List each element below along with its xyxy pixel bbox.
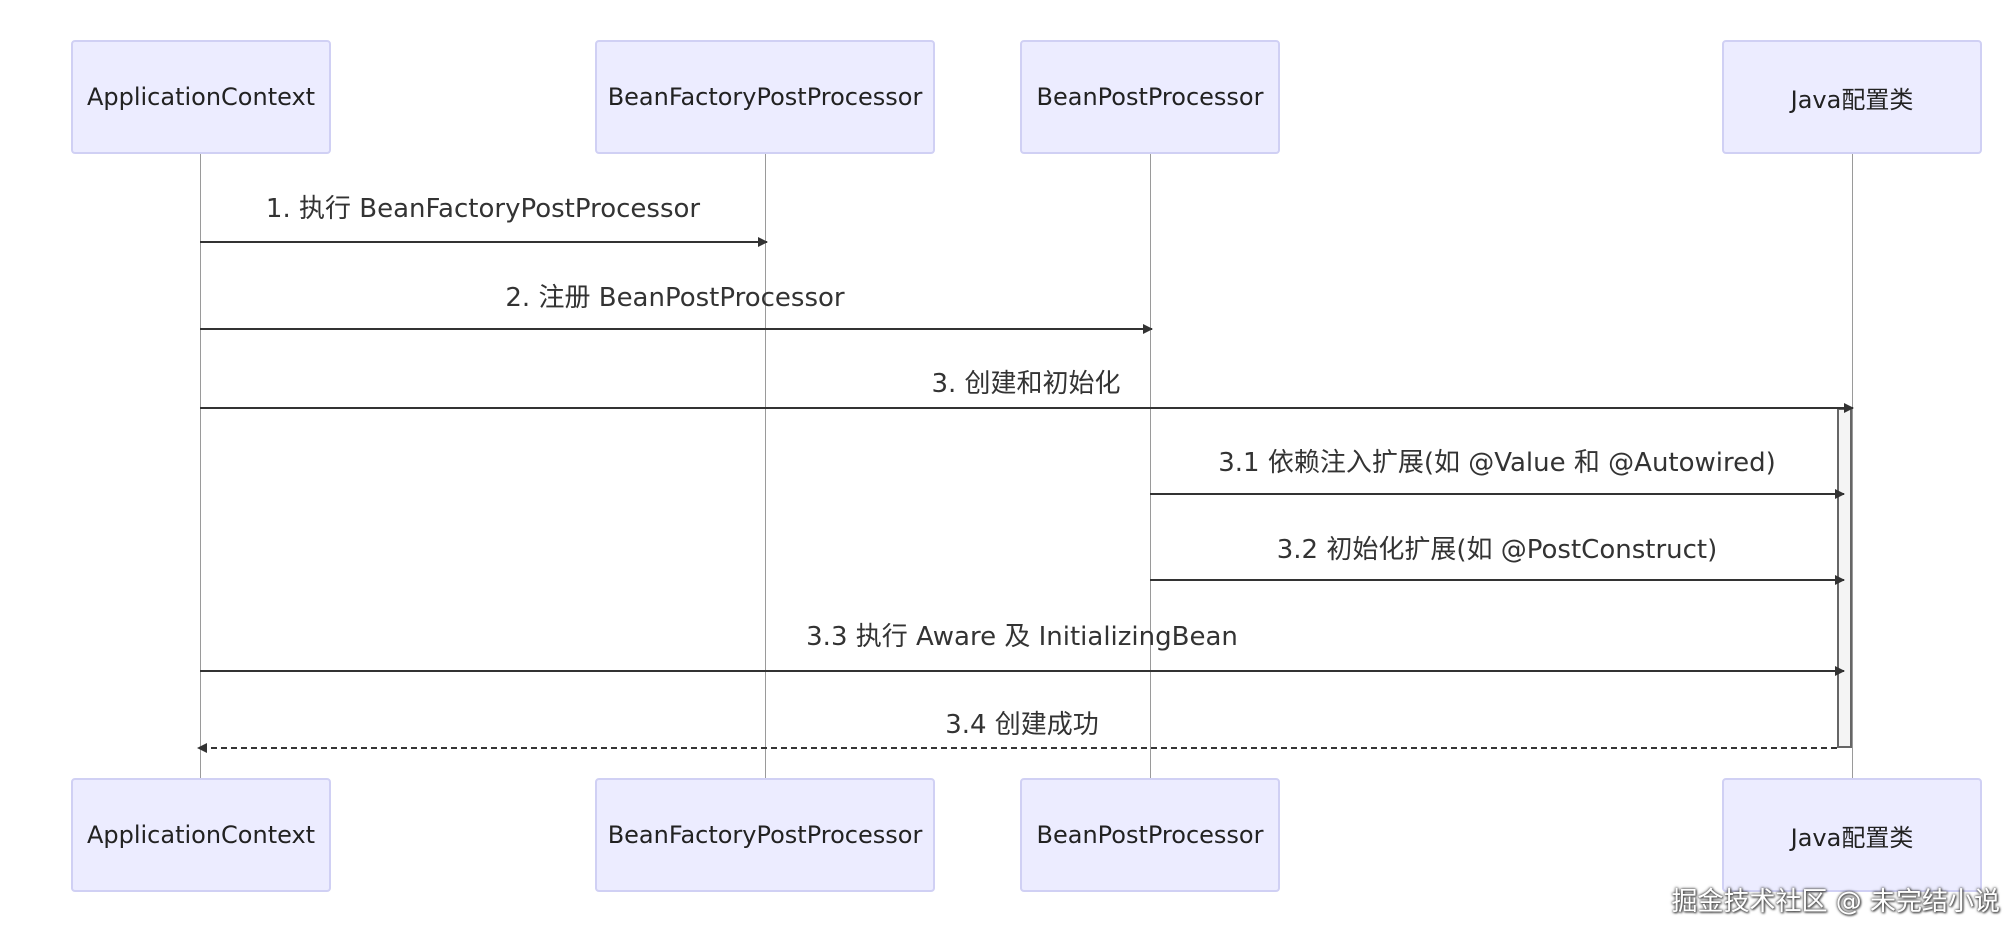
lifeline-beanpostprocessor (1150, 153, 1151, 780)
participant-beanpostprocessor-top: BeanPostProcessor (1020, 40, 1280, 154)
participant-beanfactorypostprocessor-bottom: BeanFactoryPostProcessor (595, 778, 935, 892)
lifeline-beanfactorypostprocessor (765, 153, 766, 780)
message-label-2: 2. 注册 BeanPostProcessor (505, 283, 845, 313)
participant-beanfactorypostprocessor-top: BeanFactoryPostProcessor (595, 40, 935, 154)
watermark: 掘金技术社区 @ 未完结小说 (1671, 887, 2000, 917)
participant-applicationcontext-top: ApplicationContext (71, 40, 331, 154)
message-label-3-1: 3.1 依赖注入扩展(如 @Value 和 @Autowired) (1218, 448, 1776, 478)
message-label-1: 1. 执行 BeanFactoryPostProcessor (265, 194, 701, 224)
message-label-3-3: 3.3 执行 Aware 及 InitializingBean (806, 622, 1238, 652)
participant-applicationcontext-bottom: ApplicationContext (71, 778, 331, 892)
participant-beanpostprocessor-bottom: BeanPostProcessor (1020, 778, 1280, 892)
lifeline-java-config (1852, 153, 1853, 780)
participant-java-config-bottom: Java配置类 (1722, 778, 1982, 892)
lifeline-applicationcontext (200, 153, 201, 780)
message-label-3: 3. 创建和初始化 (931, 369, 1121, 399)
message-label-3-4: 3.4 创建成功 (945, 710, 1099, 740)
message-label-3-2: 3.2 初始化扩展(如 @PostConstruct) (1276, 535, 1718, 565)
participant-java-config-top: Java配置类 (1722, 40, 1982, 154)
